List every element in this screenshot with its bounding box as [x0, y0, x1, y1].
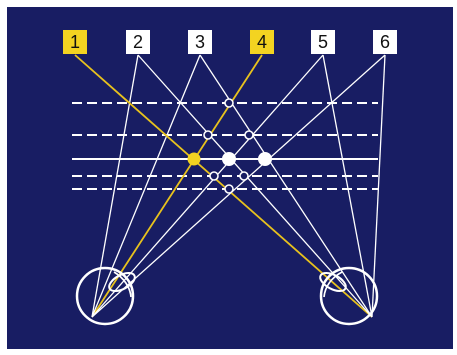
intersection-point [210, 172, 218, 180]
label-text-5: 5 [318, 32, 328, 52]
sight-line-left-4 [92, 55, 262, 317]
label-text-3: 3 [195, 32, 205, 52]
intersection-point [245, 131, 253, 139]
sight-line-left-3 [92, 55, 200, 317]
label-text-4: 4 [257, 32, 267, 52]
intersection-point [204, 131, 212, 139]
sight-line-left-6 [92, 55, 385, 317]
label-box-5: 5 [311, 30, 335, 54]
focused-point-yellow [188, 153, 201, 166]
intersection-point [240, 172, 248, 180]
label-box-6: 6 [373, 30, 397, 54]
label-box-4: 4 [250, 30, 274, 54]
focused-point-white [258, 152, 272, 166]
label-box-1: 1 [63, 30, 87, 54]
label-box-3: 3 [188, 30, 212, 54]
intersection-point [225, 99, 233, 107]
sight-line-right-6 [372, 55, 385, 317]
label-text-6: 6 [380, 32, 390, 52]
label-text-1: 1 [70, 32, 80, 52]
label-text-2: 2 [133, 32, 143, 52]
sight-line-right-5 [323, 55, 372, 317]
focused-point-white [222, 152, 236, 166]
label-box-2: 2 [126, 30, 150, 54]
sight-line-right-2 [138, 55, 372, 317]
intersection-point [225, 185, 233, 193]
